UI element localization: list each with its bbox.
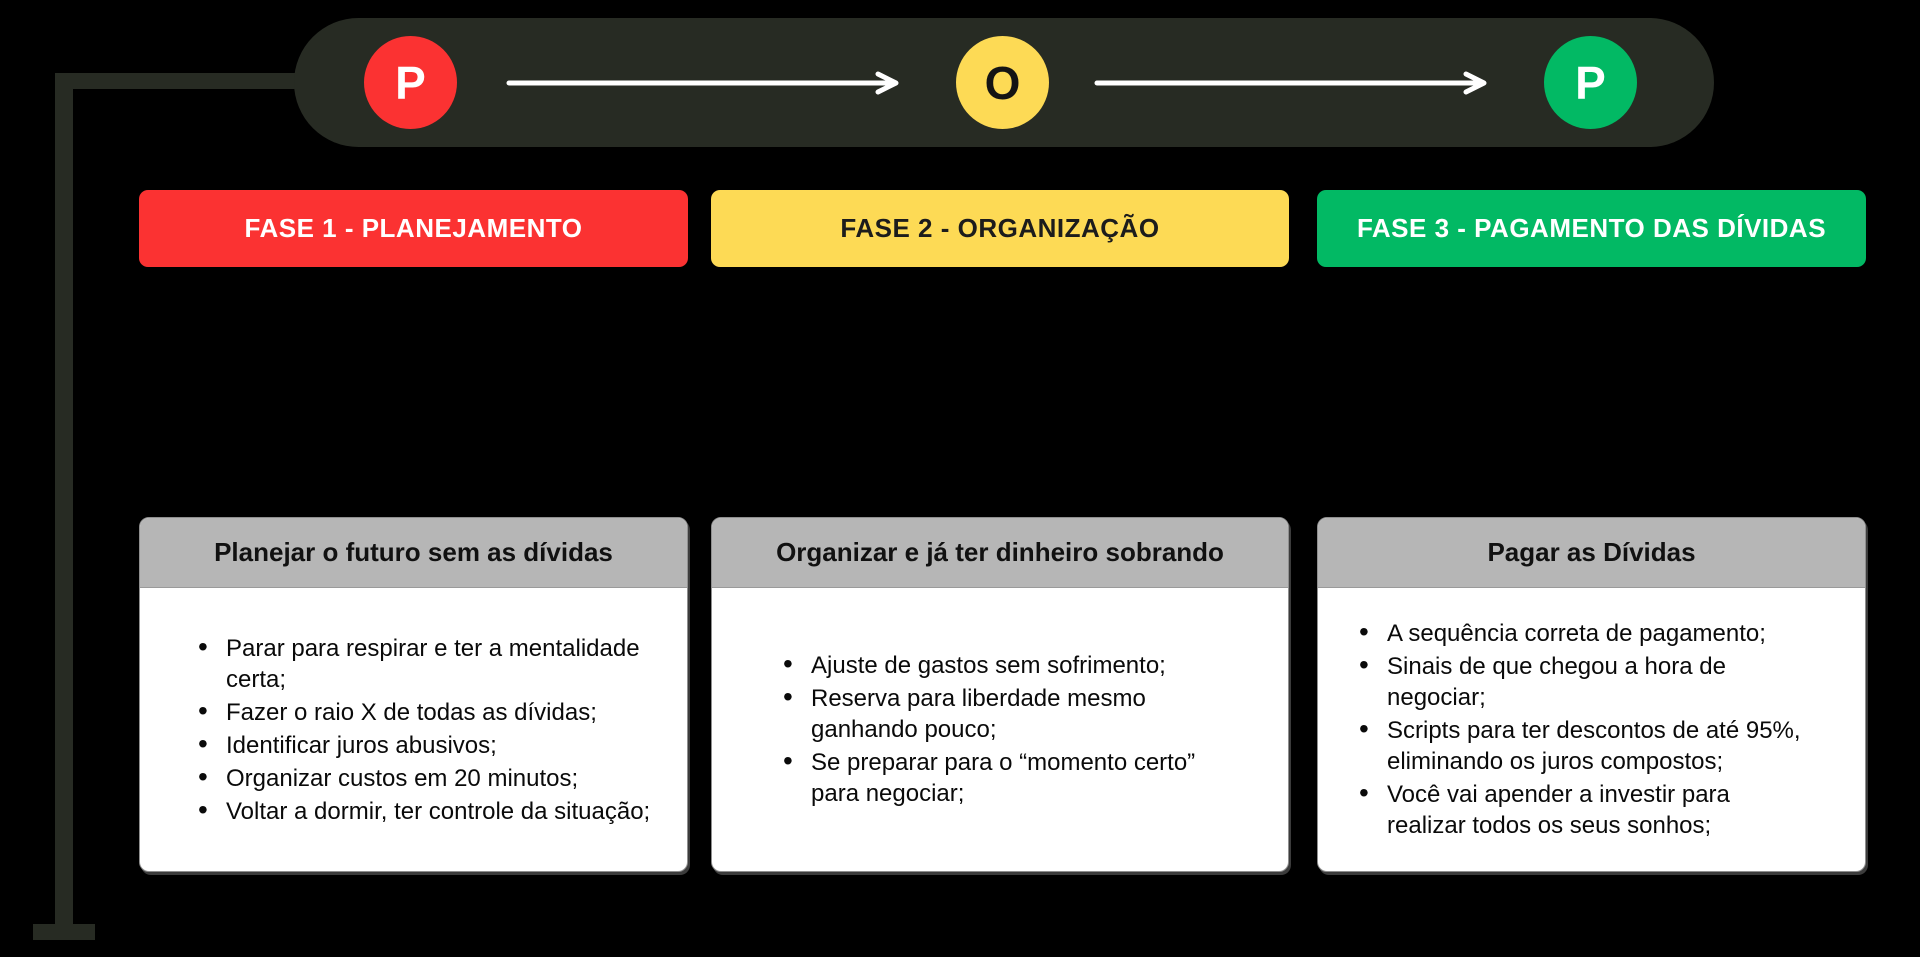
timeline-node-planejamento: P xyxy=(364,36,457,129)
card-title-text: Pagar as Dívidas xyxy=(1487,537,1696,567)
phase-header-label: FASE 2 - ORGANIZAÇÃO xyxy=(840,213,1160,243)
phase-card-organizacao: Organizar e já ter dinheiro sobrando Aju… xyxy=(711,517,1289,872)
bullet-item: Fazer o raio X de todas as dívidas; xyxy=(188,695,669,728)
phase-card-pagamento: Pagar as Dívidas A sequência correta de … xyxy=(1317,517,1866,872)
bullet-item: Sinais de que chegou a hora de negociar; xyxy=(1349,649,1810,713)
bullet-list: Parar para respirar e ter a mentalidade … xyxy=(140,631,687,829)
card-title: Pagar as Dívidas xyxy=(1318,518,1865,588)
timeline-node-organizacao: O xyxy=(956,36,1049,129)
timeline-node-letter: P xyxy=(1575,56,1606,109)
card-title: Organizar e já ter dinheiro sobrando xyxy=(712,518,1288,588)
bullet-item: Scripts para ter descontos de até 95%, e… xyxy=(1349,713,1810,777)
bullet-item: Organizar custos em 20 minutos; xyxy=(188,761,669,794)
bullet-item: Voltar a dormir, ter controle da situaçã… xyxy=(188,794,669,827)
card-title-text: Organizar e já ter dinheiro sobrando xyxy=(776,537,1224,567)
timeline-node-pagamento: P xyxy=(1544,36,1637,129)
connector-foot-bar xyxy=(33,924,95,940)
bullet-item: Parar para respirar e ter a mentalidade … xyxy=(188,631,669,695)
timeline-node-letter: P xyxy=(395,56,426,109)
bullet-item: A sequência correta de pagamento; xyxy=(1349,616,1810,649)
bullet-item: Você vai apender a investir para realiza… xyxy=(1349,777,1810,841)
bullet-item: Identificar juros abusivos; xyxy=(188,728,669,761)
bullet-item: Reserva para liberdade mesmo ganhando po… xyxy=(773,681,1219,745)
timeline-bar: P O P xyxy=(294,18,1714,147)
card-body: Ajuste de gastos sem sofrimento; Reserva… xyxy=(712,588,1288,871)
connector-horizontal-bar xyxy=(55,73,320,89)
bullet-item: Se preparar para o “momento certo” para … xyxy=(773,745,1219,809)
phase-header-planejamento: FASE 1 - PLANEJAMENTO xyxy=(139,190,688,267)
phase-header-organizacao: FASE 2 - ORGANIZAÇÃO xyxy=(711,190,1289,267)
timeline-node-letter: O xyxy=(984,56,1021,109)
arrow-right-icon xyxy=(506,71,908,95)
phase-header-label: FASE 1 - PLANEJAMENTO xyxy=(244,213,583,243)
bullet-item: Ajuste de gastos sem sofrimento; xyxy=(773,648,1219,681)
arrow-right-icon xyxy=(1094,71,1496,95)
phase-header-label: FASE 3 - PAGAMENTO DAS DÍVIDAS xyxy=(1356,213,1827,243)
card-title: Planejar o futuro sem as dívidas xyxy=(140,518,687,588)
card-body: A sequência correta de pagamento; Sinais… xyxy=(1318,588,1865,871)
card-body: Parar para respirar e ter a mentalidade … xyxy=(140,588,687,871)
card-title-text: Planejar o futuro sem as dívidas xyxy=(214,537,613,567)
phase-card-planejamento: Planejar o futuro sem as dívidas Parar p… xyxy=(139,517,688,872)
phase-header-pagamento: FASE 3 - PAGAMENTO DAS DÍVIDAS xyxy=(1317,190,1866,267)
connector-vertical-bar xyxy=(55,73,73,926)
bullet-list: Ajuste de gastos sem sofrimento; Reserva… xyxy=(712,648,1288,811)
bullet-list: A sequência correta de pagamento; Sinais… xyxy=(1318,616,1865,843)
